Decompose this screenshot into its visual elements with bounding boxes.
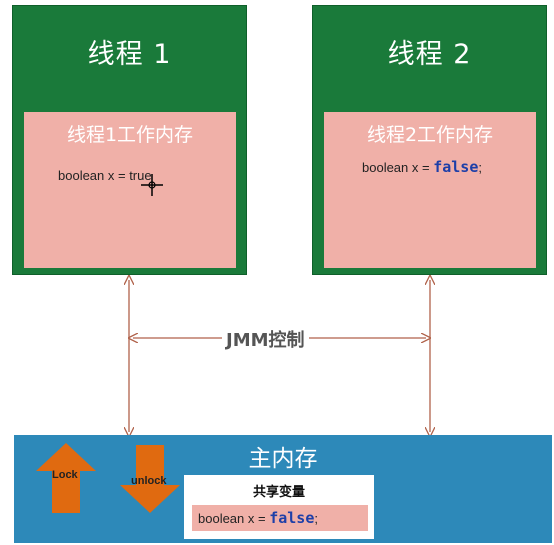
shared-variable-panel: 共享变量 boolean x = false;: [184, 475, 374, 539]
unlock-arrow-icon: [120, 445, 180, 513]
shared-code-value: false: [269, 509, 315, 527]
lock-arrow-icon: [36, 443, 96, 513]
shared-variable-title: 共享变量: [252, 485, 305, 500]
thread-2-code-value: false: [433, 158, 479, 176]
shared-variable-code: boolean x = false;: [192, 505, 368, 531]
thread-2-work-memory: 线程2工作内存 boolean x = false;: [324, 112, 536, 268]
jmm-control-label: JMM控制: [222, 326, 309, 352]
thread-1-code: boolean x = true: [58, 168, 152, 183]
crosshair-cursor-icon: [141, 174, 163, 196]
thread-1-box: 线程 1 线程1工作内存 boolean x = true: [12, 5, 247, 275]
thread-2-code-prefix: boolean x =: [362, 160, 434, 175]
main-memory-box: 主内存 Lock unlock 共享变量 boolean x = false;: [14, 435, 552, 543]
thread-2-title: 线程 2: [387, 39, 472, 70]
unlock-label: unlock: [131, 475, 167, 487]
thread-1-work-memory: 线程1工作内存 boolean x = true: [24, 112, 236, 268]
main-memory-title: 主内存: [248, 446, 318, 472]
shared-code-prefix: boolean x =: [198, 511, 270, 526]
thread-2-box: 线程 2 线程2工作内存 boolean x = false;: [312, 5, 547, 275]
shared-code-suffix: ;: [314, 511, 318, 526]
thread-2-work-memory-title: 线程2工作内存: [366, 124, 494, 146]
thread-2-code: boolean x = false;: [362, 158, 482, 176]
thread-2-code-suffix: ;: [478, 160, 482, 175]
lock-label: Lock: [52, 469, 78, 481]
thread-1-work-memory-title: 线程1工作内存: [66, 124, 194, 146]
thread-1-title: 线程 1: [87, 39, 172, 70]
